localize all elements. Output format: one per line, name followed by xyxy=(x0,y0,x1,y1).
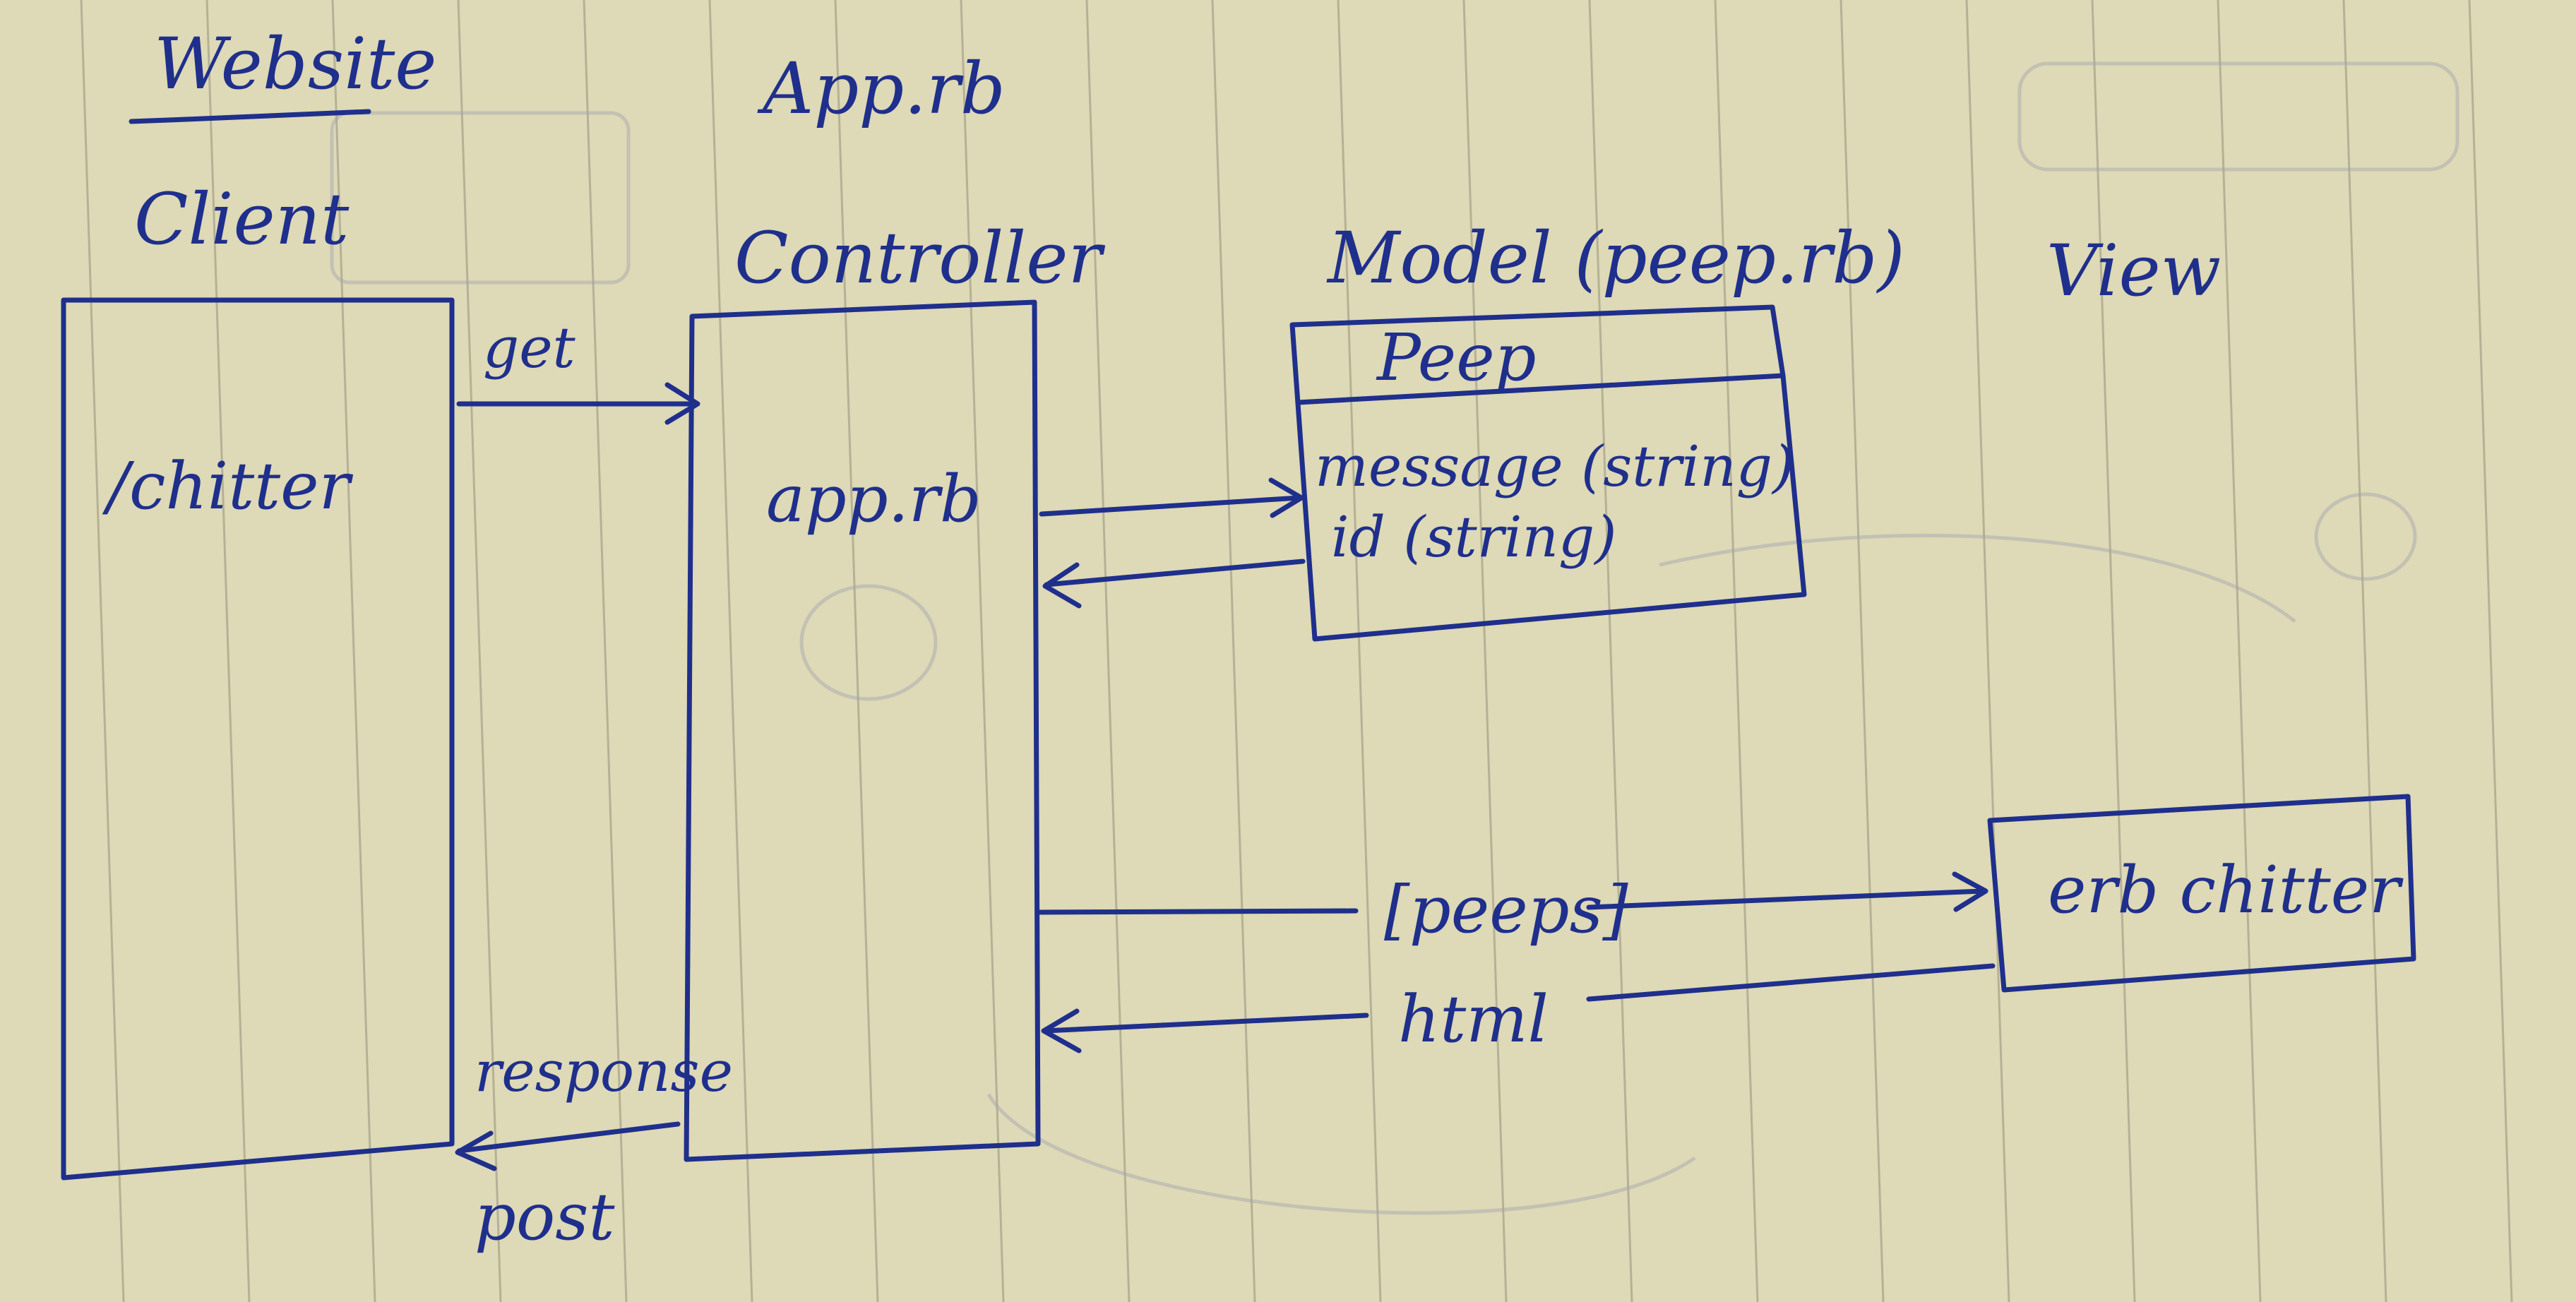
client-route: /chitter xyxy=(102,448,354,524)
html-label: html xyxy=(1398,981,1549,1057)
post-label: post xyxy=(475,1179,615,1255)
controller-to-model-line xyxy=(1039,495,1302,517)
view-template: erb chitter xyxy=(2048,852,2404,928)
peeps-label: [peeps] xyxy=(1384,872,1628,948)
ghost-circle-2 xyxy=(799,584,938,701)
paper-ruling-line xyxy=(1085,0,1131,1302)
model-class-name: Peep xyxy=(1376,320,1537,395)
view-heading: View xyxy=(2046,229,2221,312)
client-heading: Client xyxy=(134,178,350,261)
peeps-arrowhead xyxy=(1952,871,1988,912)
paper-ruling-line xyxy=(708,0,753,1302)
client-box xyxy=(61,297,455,1181)
paper-ruling-line xyxy=(331,0,376,1302)
response-arrow-line xyxy=(456,1121,681,1154)
paper-ruling-line xyxy=(1211,0,1256,1302)
paper-ruling-line xyxy=(583,0,628,1302)
controller-to-model-arrowhead xyxy=(1268,477,1304,518)
controller-heading: Controller xyxy=(734,217,1105,299)
paper-ruling-line xyxy=(1965,0,2010,1302)
website-underline xyxy=(129,109,371,124)
model-header-divider xyxy=(1295,373,1786,405)
paper-ruling-line xyxy=(1337,0,1382,1302)
paper-ruling-line xyxy=(1839,0,1885,1302)
peeps-arrow-line-left xyxy=(1037,908,1359,915)
model-attribute-id: id (string) xyxy=(1331,504,1616,570)
view-box xyxy=(1987,794,2416,993)
paper-ruling-line xyxy=(457,0,502,1302)
paper-ruling-line xyxy=(2091,0,2136,1302)
html-arrow-line-left xyxy=(1042,1013,1369,1034)
get-label: get xyxy=(483,315,576,381)
controller-box xyxy=(684,299,1041,1162)
response-label: response xyxy=(475,1039,733,1104)
paper-ruling-line xyxy=(960,0,1005,1302)
model-attribute-message: message (string) xyxy=(1315,434,1794,499)
website-heading-group: Website xyxy=(129,23,437,124)
html-arrowhead xyxy=(1041,1008,1082,1053)
model-to-controller-line xyxy=(1044,559,1306,587)
html-arrow-line-right xyxy=(1586,963,1996,1002)
paper-ruling-line xyxy=(1588,0,1633,1302)
ghost-curve-2 xyxy=(1659,533,2296,623)
response-arrowhead xyxy=(455,1130,497,1171)
bleed-through-marks xyxy=(330,61,2459,1215)
model-heading: Model (peep.rb) xyxy=(1326,217,1905,299)
ghost-circle-1 xyxy=(2314,492,2417,581)
paper-ruling-line xyxy=(80,0,125,1302)
paper-ruling-line xyxy=(1462,0,1508,1302)
paper-ruling-line xyxy=(2342,0,2387,1302)
ghost-box-1 xyxy=(2017,61,2459,172)
paper-ruling-line xyxy=(2468,0,2513,1302)
website-heading: Website xyxy=(154,23,437,105)
paper-rulings xyxy=(80,0,2513,1302)
paper-ruling-line xyxy=(1714,0,1759,1302)
model-to-controller-arrowhead xyxy=(1042,562,1082,609)
app-heading: App.rb xyxy=(757,47,1006,130)
model-box xyxy=(1289,304,1807,642)
get-arrowhead xyxy=(664,382,700,425)
paper-ruling-line xyxy=(2217,0,2262,1302)
paper-ruling-line xyxy=(834,0,879,1302)
ghost-curve-1 xyxy=(986,1093,1696,1215)
paper-ruling-line xyxy=(205,0,251,1302)
peeps-arrow-line-right xyxy=(1586,888,1986,910)
controller-file: app.rb xyxy=(766,461,982,537)
ghost-box-2 xyxy=(330,111,631,285)
